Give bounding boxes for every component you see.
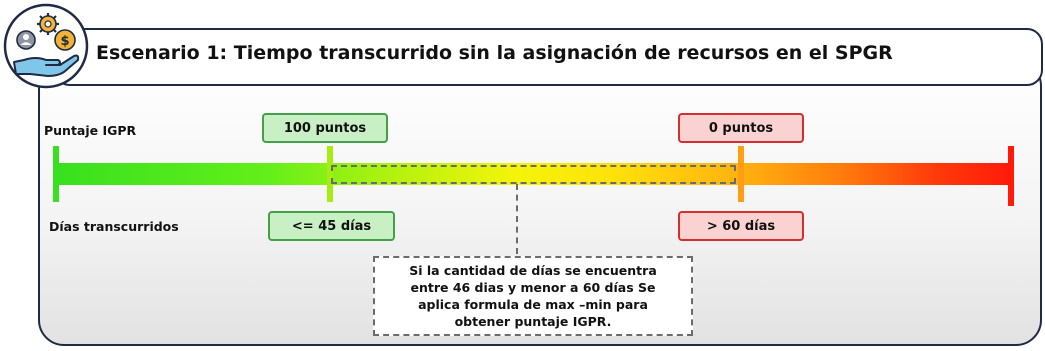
title-bar	[54, 28, 1043, 86]
person-icon	[16, 30, 36, 50]
score-gradient-bar	[56, 163, 1012, 185]
interpolation-range	[331, 165, 736, 184]
logo: $	[3, 3, 89, 89]
max-days-tick	[738, 146, 744, 202]
max-days-box: > 60 días	[678, 211, 804, 241]
formula-note-text: Si la cantidad de días se encuentra entr…	[409, 263, 657, 329]
min-score-box: 100 puntos	[262, 113, 388, 143]
hand-icon	[13, 54, 80, 77]
formula-note: Si la cantidad de días se encuentra entr…	[373, 256, 693, 336]
gear-icon	[37, 13, 59, 35]
score-row-label: Puntaje IGPR	[44, 123, 137, 138]
end-tick	[1008, 146, 1014, 206]
coin-symbol: $	[60, 34, 69, 49]
page-title: Escenario 1: Tiempo transcurrido sin la …	[96, 42, 893, 64]
start-tick	[53, 146, 59, 202]
days-row-label: Días transcurridos	[49, 219, 179, 234]
min-days-tick	[327, 146, 333, 202]
note-connector	[516, 184, 518, 254]
min-days-box: <= 45 días	[268, 211, 395, 241]
max-score-box: 0 puntos	[678, 113, 804, 143]
dollar-coin-icon: $	[54, 29, 76, 51]
